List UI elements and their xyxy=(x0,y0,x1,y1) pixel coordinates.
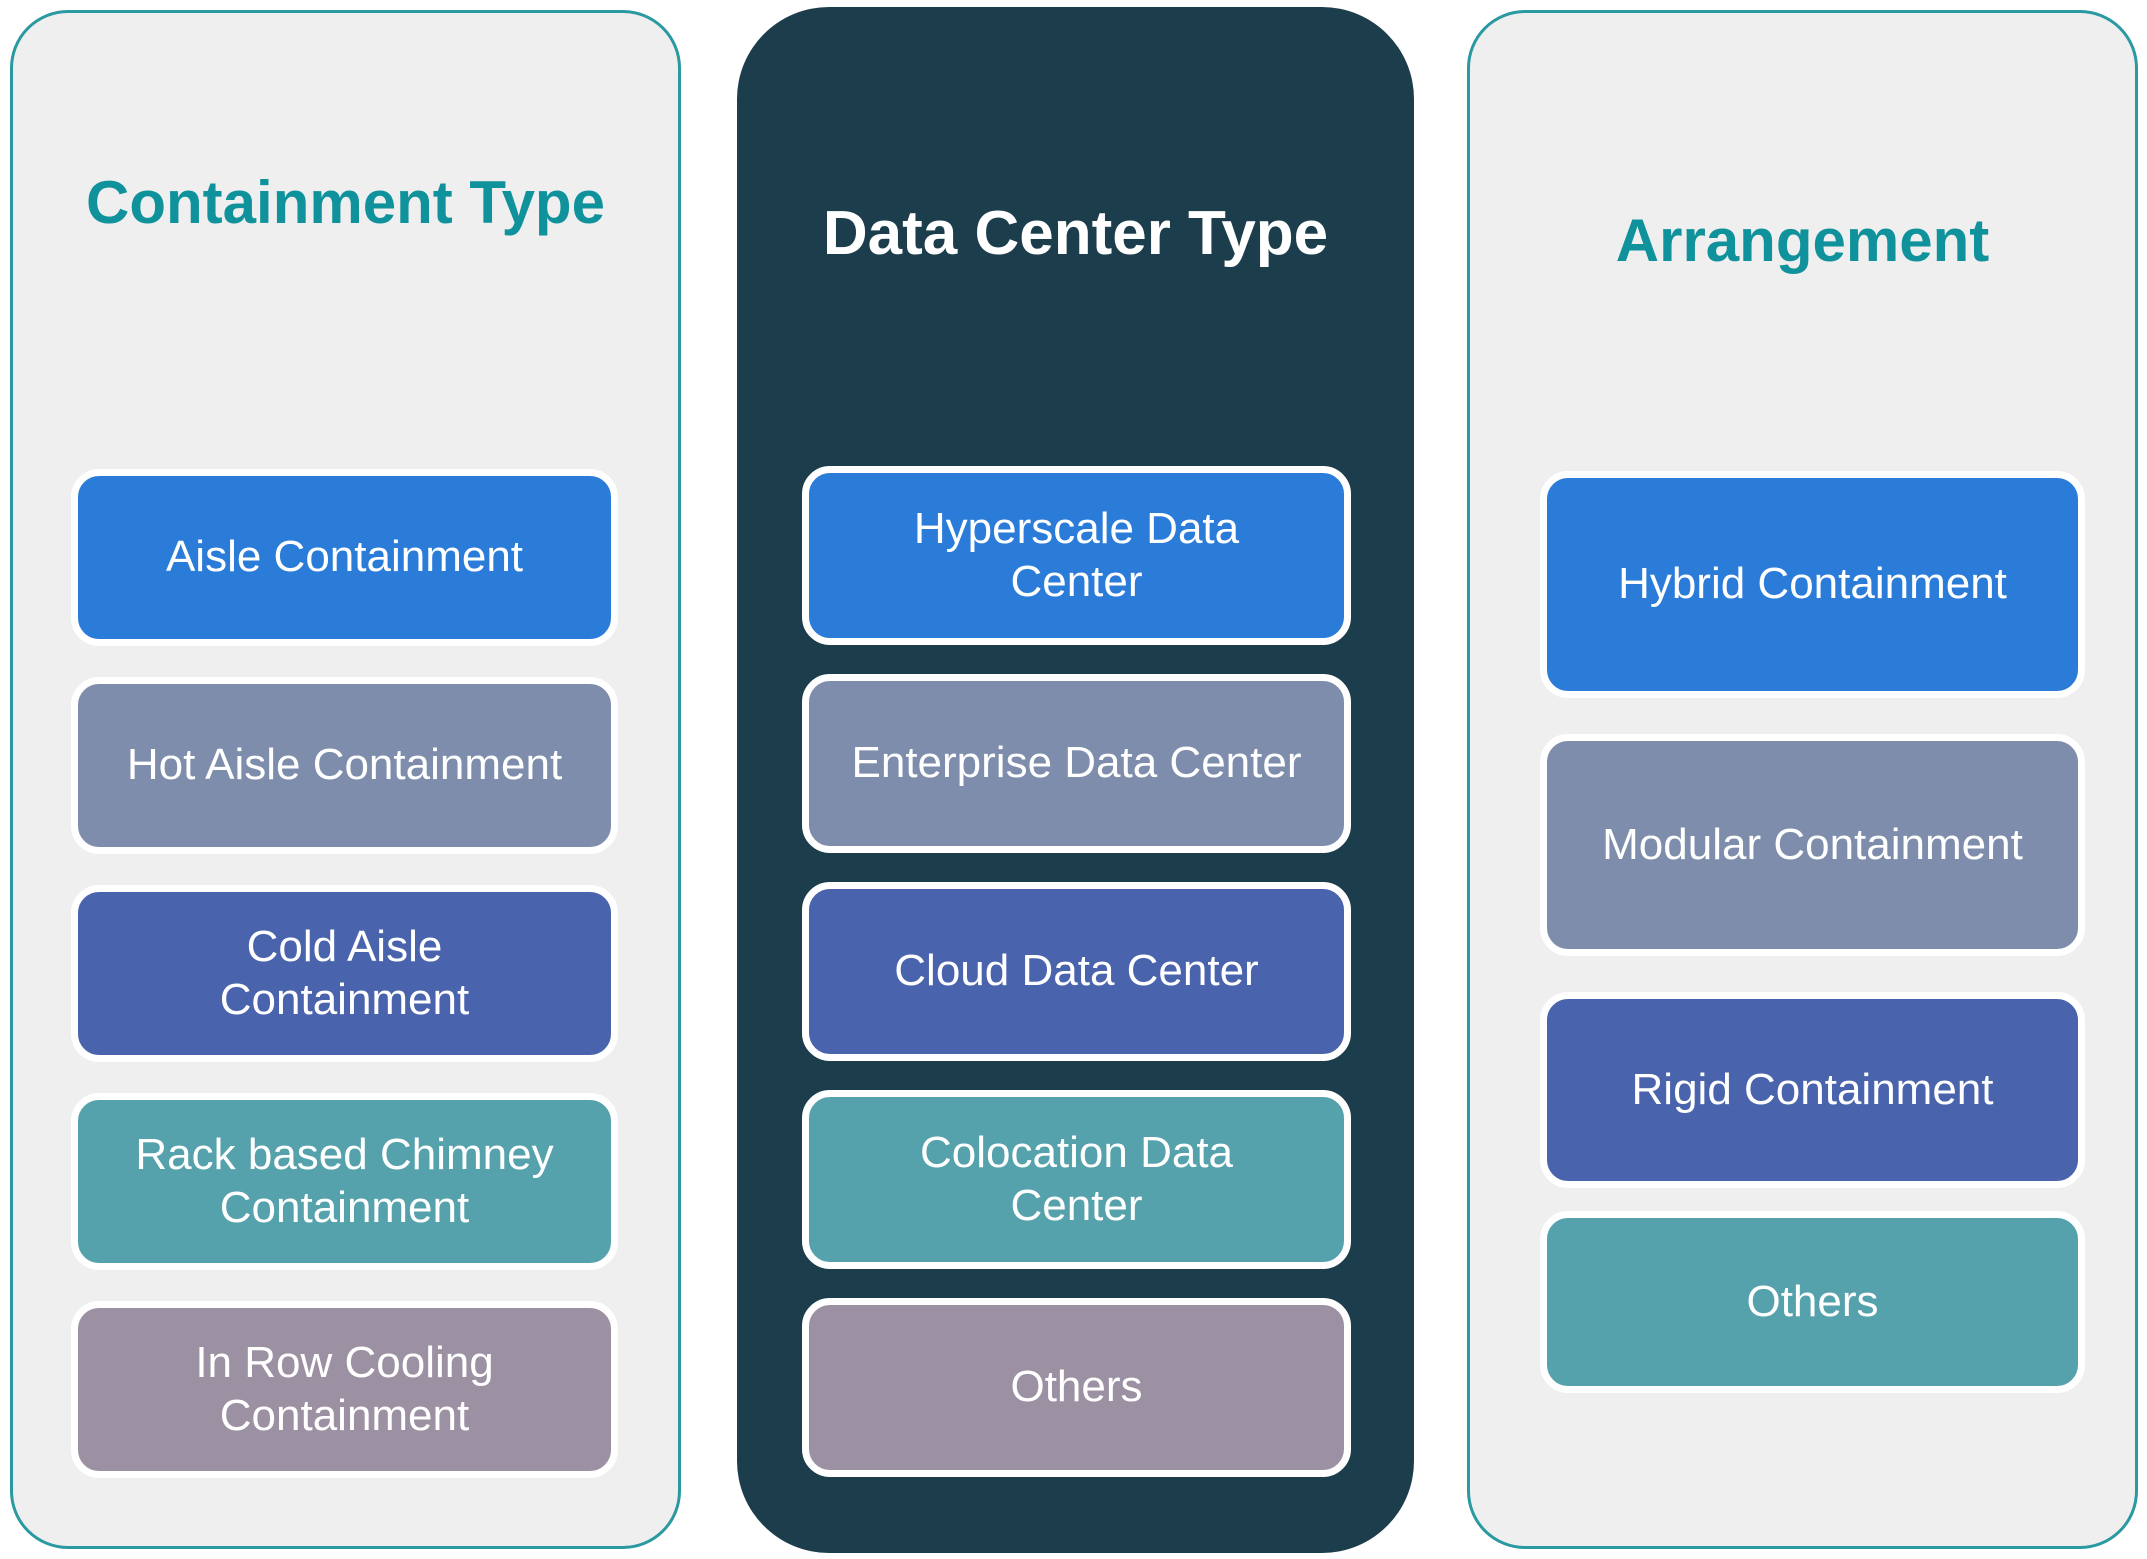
box-cold-aisle-containment: Cold Aisle Containment xyxy=(71,885,618,1062)
arrangement-title: Arrangement xyxy=(1615,207,1990,274)
box-label: Rack based Chimney Containment xyxy=(135,1129,554,1232)
box-aisle-containment: Aisle Containment xyxy=(71,469,618,646)
box-colocation-data-center: Colocation Data Center xyxy=(802,1090,1351,1269)
box-label: In Row Cooling Containment xyxy=(195,1337,494,1440)
box-label: Aisle Containment xyxy=(165,532,524,582)
box-enterprise-data-center: Enterprise Data Center xyxy=(802,674,1351,853)
box-label: Cloud Data Center xyxy=(894,946,1259,996)
box-rack-based-chimney-containment: Rack based Chimney Containment xyxy=(71,1093,618,1270)
box-label: Colocation Data Center xyxy=(919,1127,1234,1230)
box-label: Others xyxy=(1746,1276,1879,1326)
containment-type-panel: Containment Type Aisle Containment Hot A… xyxy=(10,10,681,1549)
data-center-type-panel: Data Center Type Hyperscale Data Center … xyxy=(737,7,1414,1553)
box-in-row-cooling-containment: In Row Cooling Containment xyxy=(71,1301,618,1478)
box-label: Hot Aisle Containment xyxy=(126,740,563,790)
box-hyperscale-data-center: Hyperscale Data Center xyxy=(802,466,1351,645)
data-center-type-title: Data Center Type xyxy=(822,199,1329,268)
box-others-data-center-type: Others xyxy=(802,1298,1351,1477)
box-cloud-data-center: Cloud Data Center xyxy=(802,882,1351,1061)
box-label: Cold Aisle Containment xyxy=(219,921,470,1024)
box-hot-aisle-containment: Hot Aisle Containment xyxy=(71,677,618,854)
box-label: Hyperscale Data Center xyxy=(913,503,1240,606)
containment-type-title: Containment Type xyxy=(86,169,605,236)
box-label: Others xyxy=(1010,1362,1143,1412)
box-label: Hybrid Containment xyxy=(1618,559,2007,609)
box-label: Modular Containment xyxy=(1602,819,2023,869)
box-label: Rigid Containment xyxy=(1631,1064,1994,1114)
box-hybrid-containment: Hybrid Containment xyxy=(1540,471,2085,698)
box-rigid-containment: Rigid Containment xyxy=(1540,992,2085,1188)
box-label: Enterprise Data Center xyxy=(851,738,1302,788)
box-others-arrangement: Others xyxy=(1540,1211,2085,1393)
arrangement-panel: Arrangement Hybrid Containment Modular C… xyxy=(1467,10,2138,1549)
box-modular-containment: Modular Containment xyxy=(1540,734,2085,956)
